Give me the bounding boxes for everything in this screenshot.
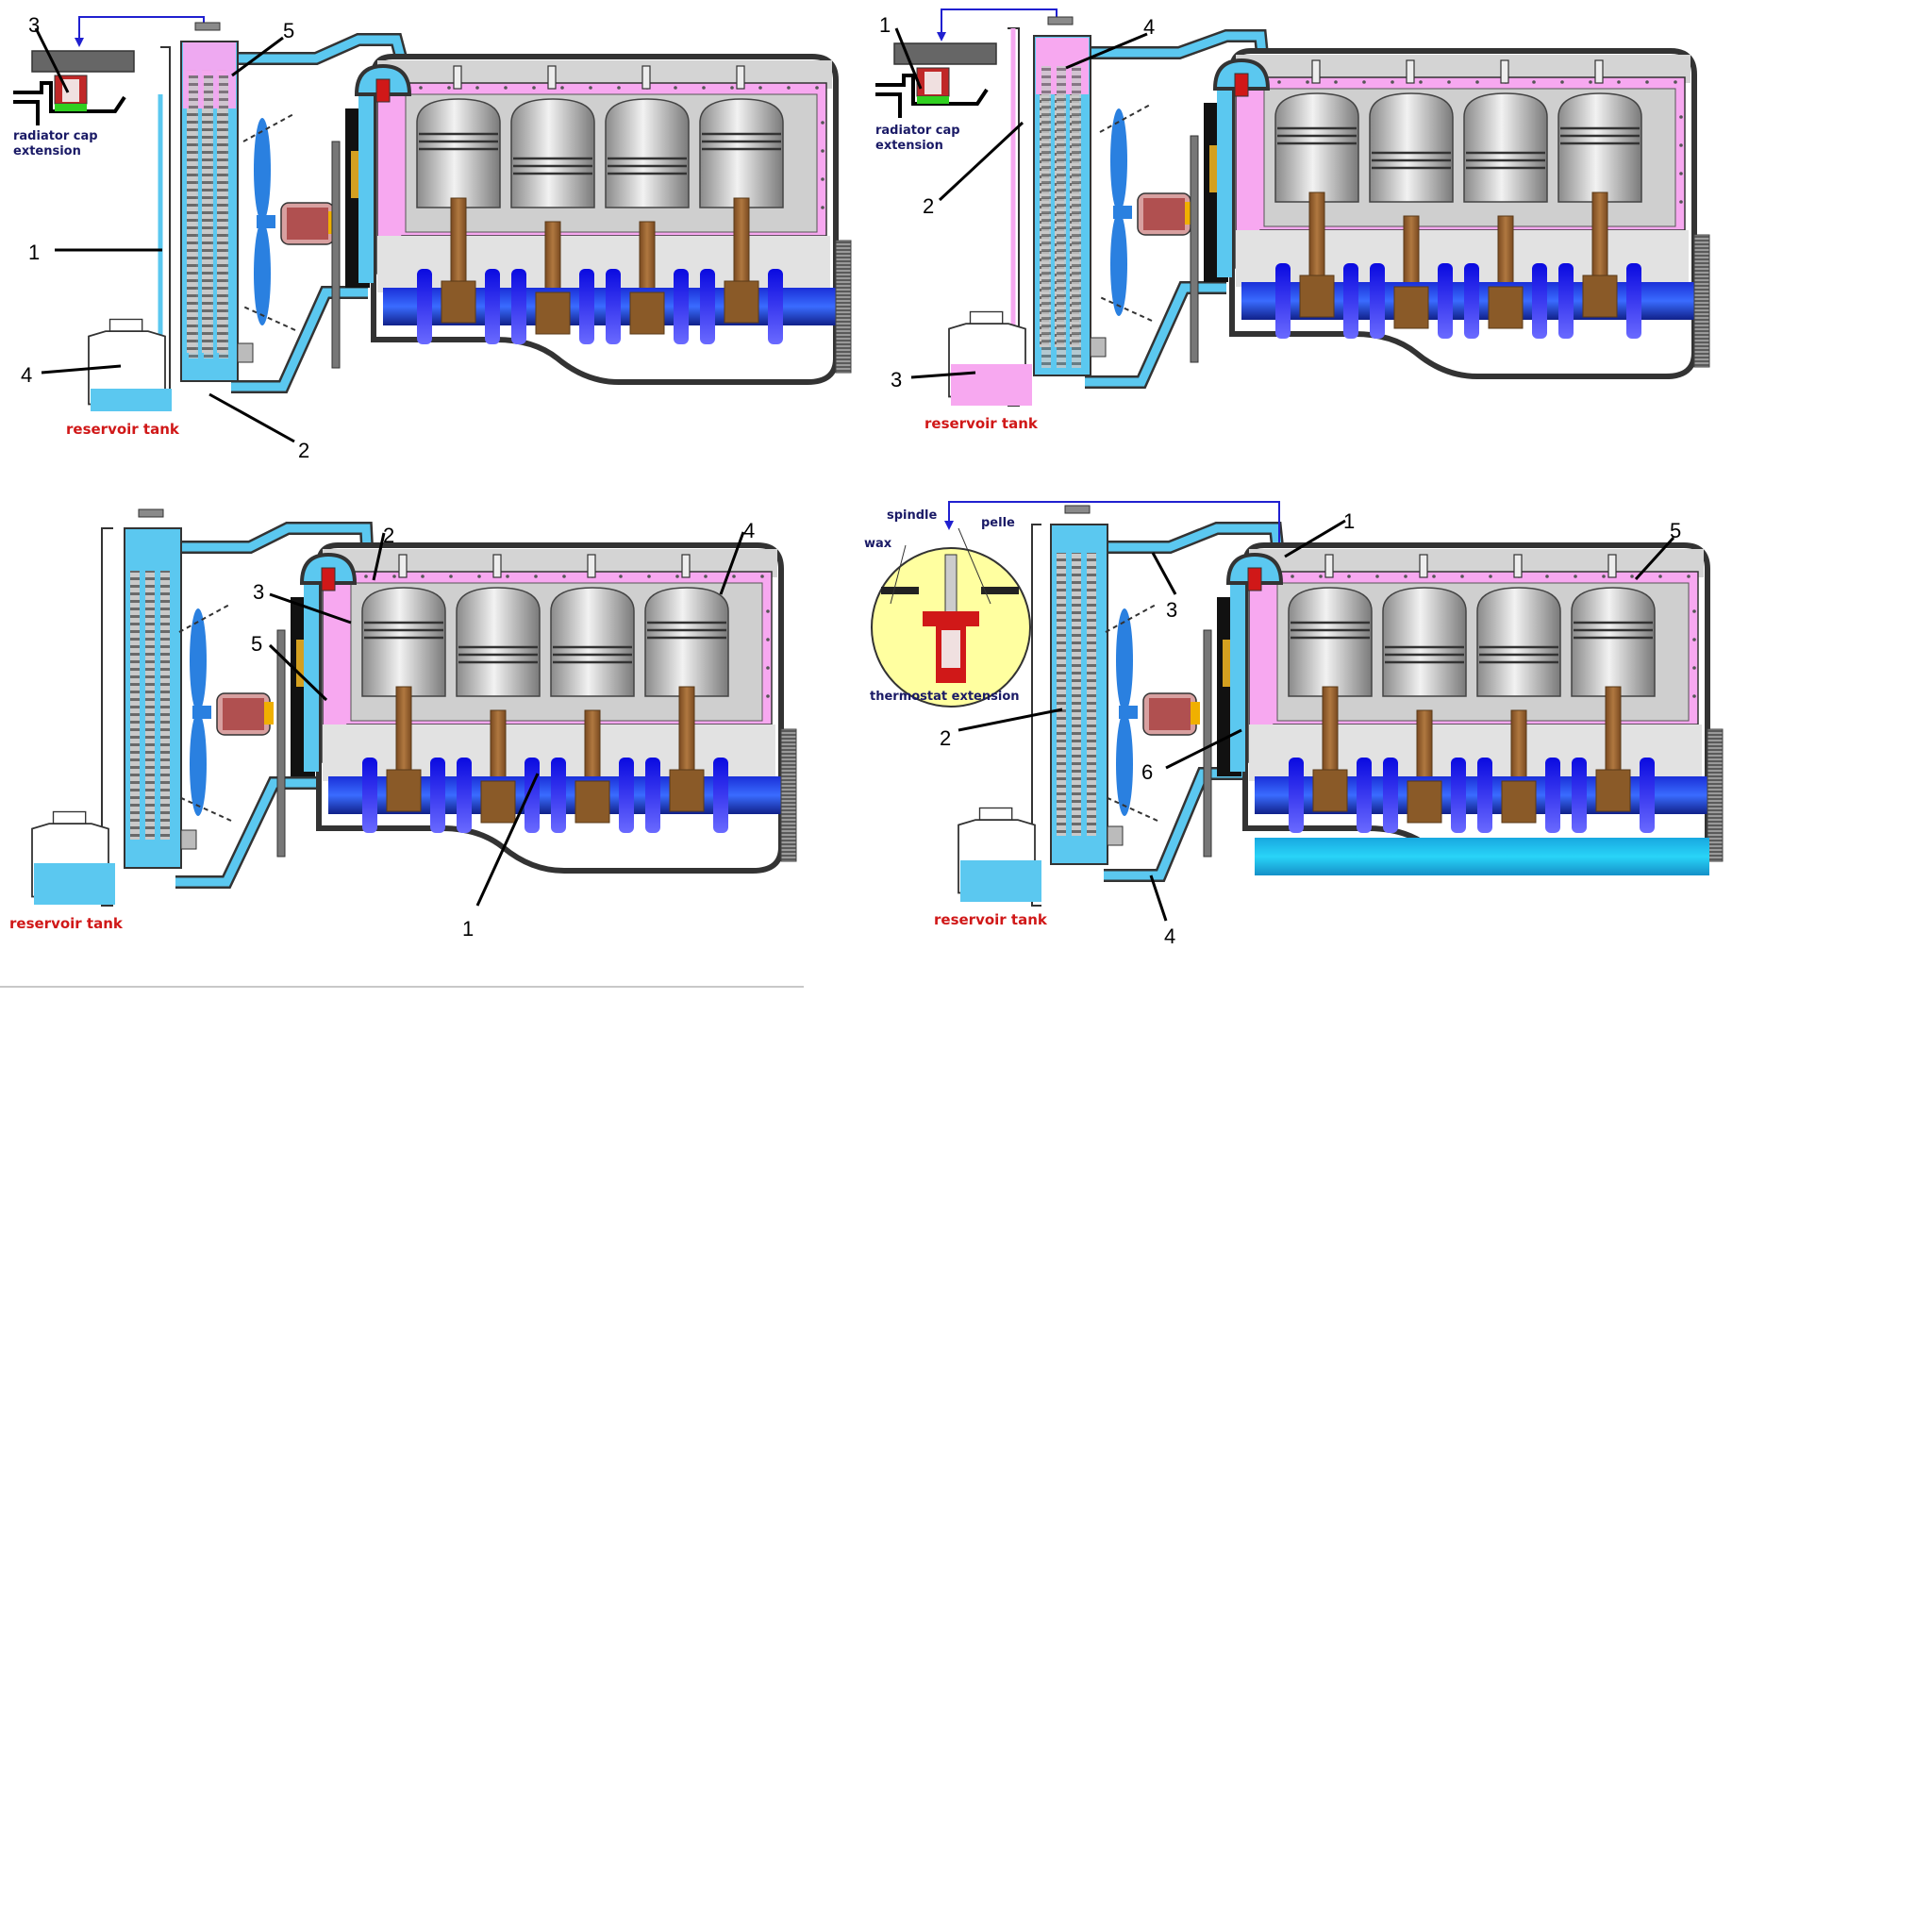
thermostat-spindle-label: spindle [887,508,938,523]
cap-extension-label-2: extension [13,144,81,158]
callout-number: 1 [879,13,891,37]
callout-number: 1 [28,241,40,264]
thermostat-extension-title: thermostat extension [870,690,1020,704]
cap-extension-label-1: radiator cap [875,124,960,138]
callout-number: 3 [891,368,902,391]
callout-number: 2 [923,194,934,218]
callout-number: 3 [253,580,264,604]
callout-number: 4 [743,519,755,542]
reservoir-label: reservoir tank [9,915,124,932]
callout-number: 2 [298,439,309,462]
panel-bottom-left: reservoir tank 2 3 5 4 1 [9,509,796,941]
panel-top-left: reservoir tank radiator cap extension 3 … [13,13,851,462]
callout-number: 4 [21,363,32,387]
panel-top-right: reservoir tank radiator cap extension 1 … [875,9,1709,432]
thermostat-pelle-label: pelle [981,516,1015,530]
panel-bottom-right: reservoir tank spindle pelle wax thermos… [864,502,1723,948]
cap-extension-label-1: radiator cap [13,129,98,143]
cap-extension-label-2: extension [875,139,943,153]
callout-number: 5 [1670,519,1681,542]
callout-number: 6 [1141,760,1153,784]
thermostat-extension [872,528,1030,707]
callout-number: 5 [283,19,294,42]
callout-number: 1 [1343,509,1355,533]
thermostat-wax-label: wax [864,537,892,551]
callout-number: 1 [462,917,474,941]
callout-number: 2 [940,726,951,750]
reservoir-label: reservoir tank [924,415,1039,432]
reservoir-label: reservoir tank [66,421,180,438]
reservoir-label: reservoir tank [934,911,1048,928]
callout-number: 2 [383,524,394,547]
callout-number: 4 [1164,924,1175,948]
callout-number: 3 [28,13,40,37]
callout-number: 3 [1166,598,1177,622]
callout-number: 5 [251,632,262,656]
callout-number: 4 [1143,15,1155,39]
